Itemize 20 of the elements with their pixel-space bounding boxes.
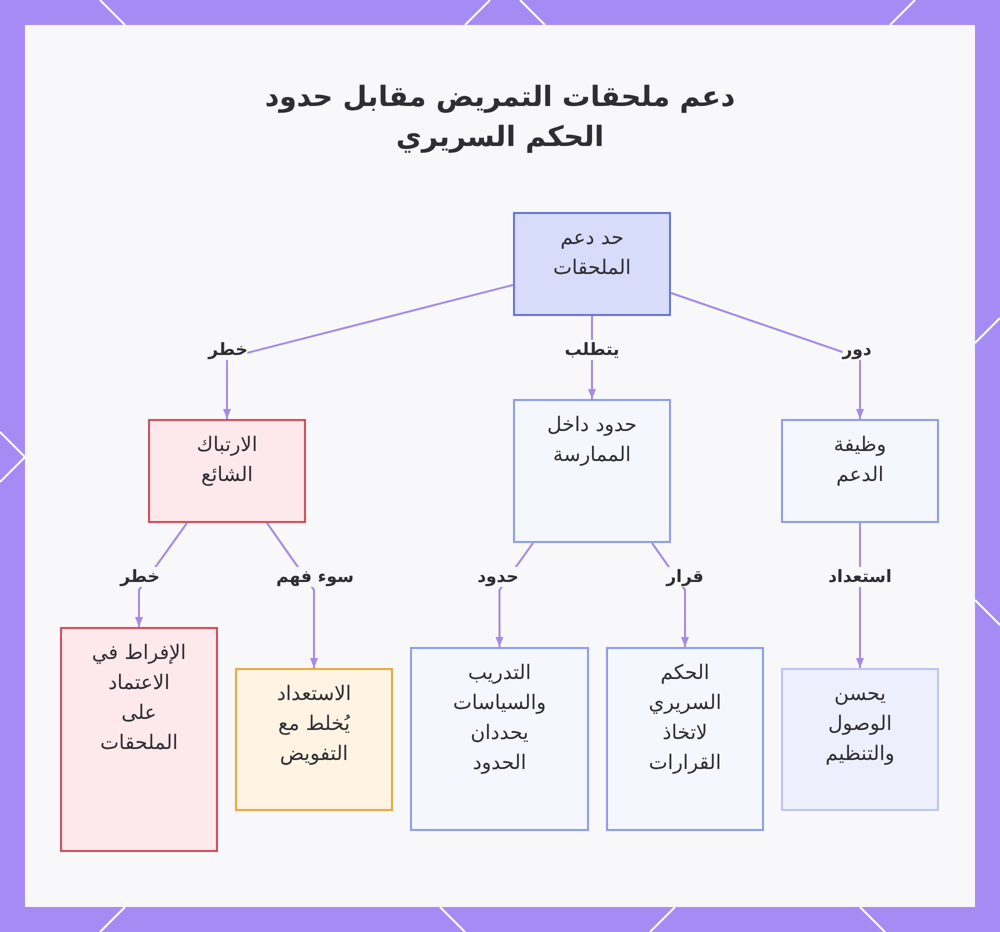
process-box: وظيفة الدعم — [781, 419, 939, 523]
process-box: الارتباك الشائع — [148, 419, 306, 523]
process-box: الإفراط في الاعتماد على الملحقات — [60, 627, 218, 852]
edge-label: خطر — [120, 567, 160, 587]
process-box: حدود داخل الممارسة — [513, 399, 671, 543]
edge-label: سوء فهم — [276, 567, 354, 587]
edge-label: يتطلب — [564, 340, 620, 360]
process-box: التدريب والسياسات يحددان الحدود — [410, 647, 589, 831]
edge-label: استعداد — [828, 567, 892, 587]
process-box: يحسن الوصول والتنظيم — [781, 668, 939, 811]
title: دعم ملحقات التمريض مقابل حدود الحكم السريري — [264, 79, 736, 155]
edge-label: حدود — [477, 567, 519, 587]
process-box: الحكم السريري لاتخاذ القرارات — [606, 647, 764, 831]
edge-label: خطر — [208, 340, 248, 360]
arrow — [670, 292, 864, 419]
arrow — [856, 523, 864, 668]
edge-label: قرار — [666, 567, 704, 587]
process-box: حد دعم الملحقات — [513, 212, 671, 316]
arrow — [223, 284, 514, 419]
process-box: الاستعداد يُخلط مع التفويض — [235, 668, 393, 811]
